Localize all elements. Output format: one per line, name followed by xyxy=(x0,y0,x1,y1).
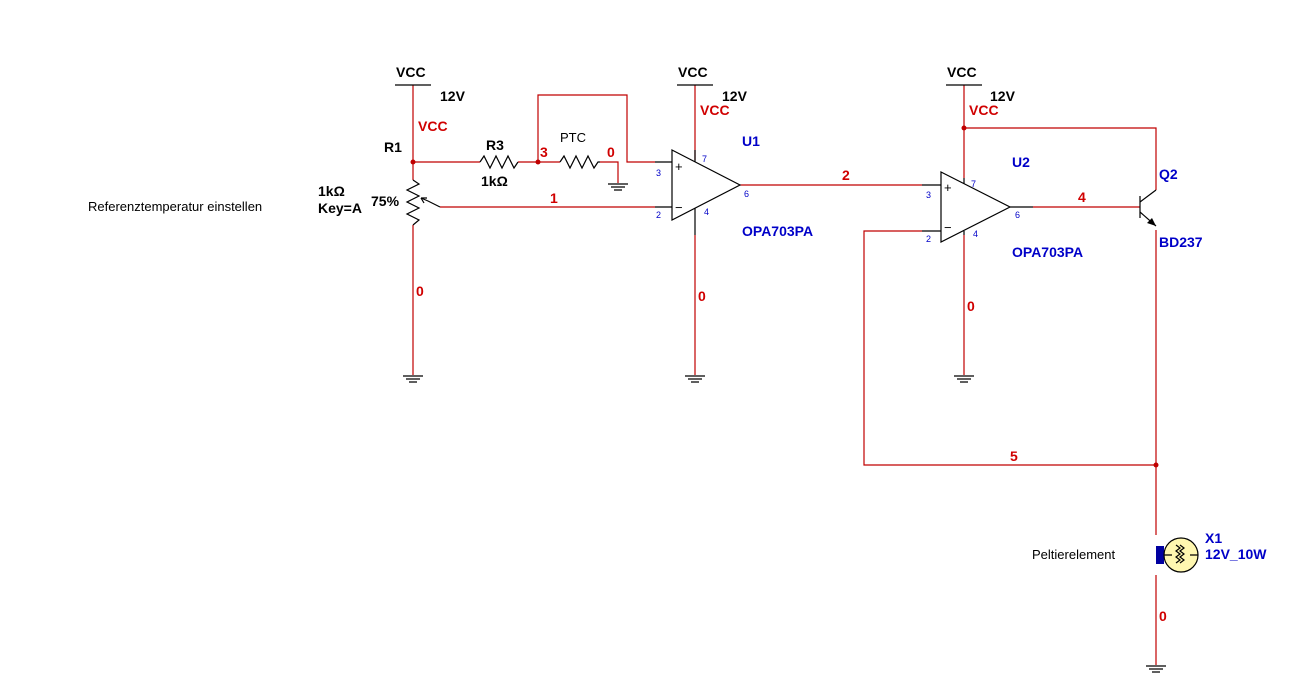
net-vcc-label-2: VCC xyxy=(700,102,730,118)
voltage-label-3: 12V xyxy=(990,88,1016,104)
u1-part-label: OPA703PA xyxy=(742,223,813,239)
u2-pin-4: 4 xyxy=(973,229,978,239)
net-vcc-label-1: VCC xyxy=(418,118,448,134)
u2-part-label: OPA703PA xyxy=(1012,244,1083,260)
ground-symbol-ptc xyxy=(608,183,628,191)
u2-ref-label: U2 xyxy=(1012,154,1030,170)
r1-value-label: 1kΩ xyxy=(318,183,345,199)
net-3-label: 3 xyxy=(540,144,548,160)
u2-minus-sign: − xyxy=(944,220,952,235)
vcc-label-2: VCC xyxy=(678,64,708,80)
u1-plus-sign: + xyxy=(675,159,683,174)
q2-part-label: BD237 xyxy=(1159,234,1203,250)
net-0-label-5: 0 xyxy=(1159,608,1167,624)
peltier-lamp-x1 xyxy=(1156,537,1199,573)
r1-key-label: Key=A xyxy=(318,200,362,216)
x1-part-label: 12V_10W xyxy=(1205,546,1267,562)
r1-ref-label: R1 xyxy=(384,139,402,155)
u2-pin-3: 3 xyxy=(926,190,931,200)
net-0-label-3: 0 xyxy=(698,288,706,304)
u1-pin-4: 4 xyxy=(704,207,709,217)
u1-minus-sign: − xyxy=(675,200,683,215)
net-2-label: 2 xyxy=(842,167,850,183)
u1-pin-6: 6 xyxy=(744,189,749,199)
reference-temperature-label: Referenztemperatur einstellen xyxy=(88,199,262,214)
u2-pin-7: 7 xyxy=(971,179,976,189)
u2-pin-6: 6 xyxy=(1015,210,1020,220)
wires xyxy=(412,85,1157,665)
x1-ref-label: X1 xyxy=(1205,530,1222,546)
peltier-label: Peltierelement xyxy=(1032,547,1115,562)
u2-pin-2: 2 xyxy=(926,234,931,244)
vcc-label-3: VCC xyxy=(947,64,977,80)
voltage-label-1: 12V xyxy=(440,88,466,104)
net-5-label: 5 xyxy=(1010,448,1018,464)
r3-ref-label: R3 xyxy=(486,137,504,153)
opamp-u2 xyxy=(922,171,1033,243)
net-4-label: 4 xyxy=(1078,189,1086,205)
ptc-resistor xyxy=(559,154,600,170)
u1-pin-3: 3 xyxy=(656,168,661,178)
u1-pin-2: 2 xyxy=(656,210,661,220)
net-vcc-label-3: VCC xyxy=(969,102,999,118)
vcc-label-1: VCC xyxy=(396,64,426,80)
opamp-u1 xyxy=(655,149,742,235)
u1-pin-7: 7 xyxy=(702,154,707,164)
r1-percent-label: 75% xyxy=(371,193,400,209)
ground-symbol-u2 xyxy=(954,375,974,383)
net-1-label: 1 xyxy=(550,190,558,206)
ground-symbol-peltier xyxy=(1146,665,1166,673)
u1-ref-label: U1 xyxy=(742,133,760,149)
net-0-label-1: 0 xyxy=(416,283,424,299)
net-0-label-2: 0 xyxy=(607,144,615,160)
junctions xyxy=(410,125,1159,468)
net-0-label-4: 0 xyxy=(967,298,975,314)
resistor-r3 xyxy=(479,154,519,170)
q2-ref-label: Q2 xyxy=(1159,166,1178,182)
r3-value-label: 1kΩ xyxy=(481,173,508,189)
ground-symbol-r1 xyxy=(403,375,423,383)
voltage-label-2: 12V xyxy=(722,88,748,104)
transistor-q2 xyxy=(1139,189,1157,227)
u2-plus-sign: + xyxy=(944,180,952,195)
ptc-label: PTC xyxy=(560,130,586,145)
ground-symbol-u1 xyxy=(685,375,705,383)
potentiometer-r1 xyxy=(405,179,441,226)
